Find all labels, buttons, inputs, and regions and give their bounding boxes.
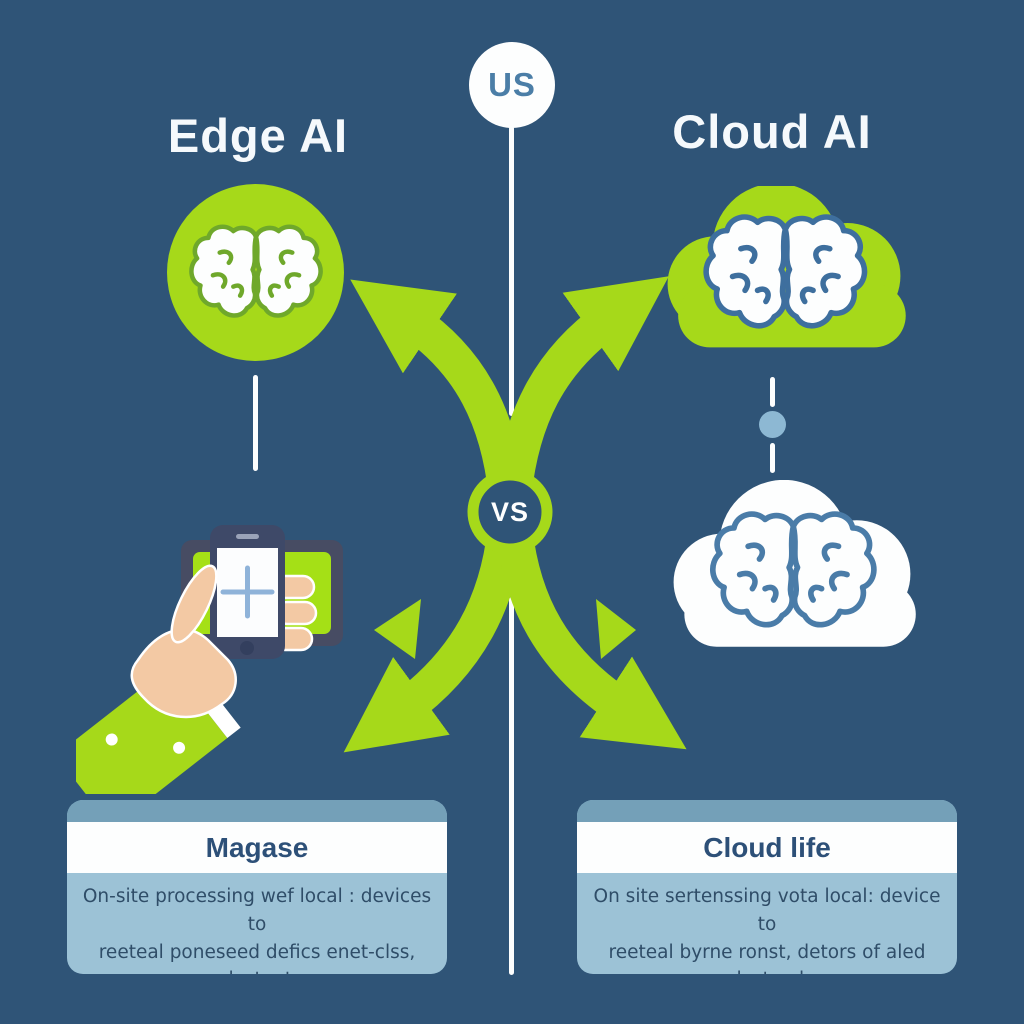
edge-panel-line: On-site processing wef local : devices t… — [82, 886, 432, 935]
edge-panel-header: Magase — [67, 822, 447, 873]
plus-icon — [220, 565, 275, 619]
panel-top-strip — [577, 800, 957, 822]
cloud-ai-panel: Cloud life On site sertenssing vota loca… — [577, 800, 957, 974]
phone-speaker — [236, 534, 259, 539]
us-badge: US — [469, 42, 555, 128]
cloud-panel-line: reeteal byrne ronst, detors of aled dest… — [608, 941, 926, 975]
cloud-panel-line: On site sertenssing vota local: device t… — [593, 886, 941, 935]
arrow-down-left — [343, 527, 525, 753]
cloud-brain-icon — [667, 186, 906, 348]
hand-holding-phone-icon — [76, 525, 343, 794]
us-badge-label: US — [488, 66, 536, 103]
right-connector-dash — [770, 443, 775, 473]
bottom-divider-line — [509, 597, 514, 975]
brain-icon — [188, 218, 324, 328]
left-connector-line — [253, 375, 258, 471]
cloud-panel-header: Cloud life — [577, 822, 957, 873]
top-divider-line — [509, 126, 514, 416]
small-arrowhead-left — [374, 599, 421, 659]
thumb — [170, 564, 218, 644]
vs-badge-label: VS — [490, 496, 530, 527]
edge-panel-line: reeteal poneseed defics enet-clss, dosta… — [98, 941, 416, 975]
cloud-ai-title: Cloud AI — [672, 105, 872, 158]
phone-home-button — [240, 641, 254, 655]
small-arrowhead-right — [596, 599, 636, 659]
cloud-panel-body: On site sertenssing vota local: device t… — [577, 873, 957, 974]
arrow-down-right — [495, 527, 687, 750]
edge-panel-body: On-site processing wef local : devices t… — [67, 873, 447, 974]
white-cloud-brain-icon — [673, 480, 916, 647]
right-connector-dot — [759, 411, 786, 438]
right-connector-dash — [770, 377, 775, 407]
arrow-up-left — [350, 279, 526, 497]
edge-brain-badge — [167, 184, 344, 361]
panel-top-strip — [67, 800, 447, 822]
edge-ai-panel: Magase On-site processing wef local : de… — [67, 800, 447, 974]
edge-ai-title: Edge AI — [167, 109, 349, 162]
vs-badge: VS — [472, 486, 548, 538]
arrow-up-right — [494, 276, 669, 497]
